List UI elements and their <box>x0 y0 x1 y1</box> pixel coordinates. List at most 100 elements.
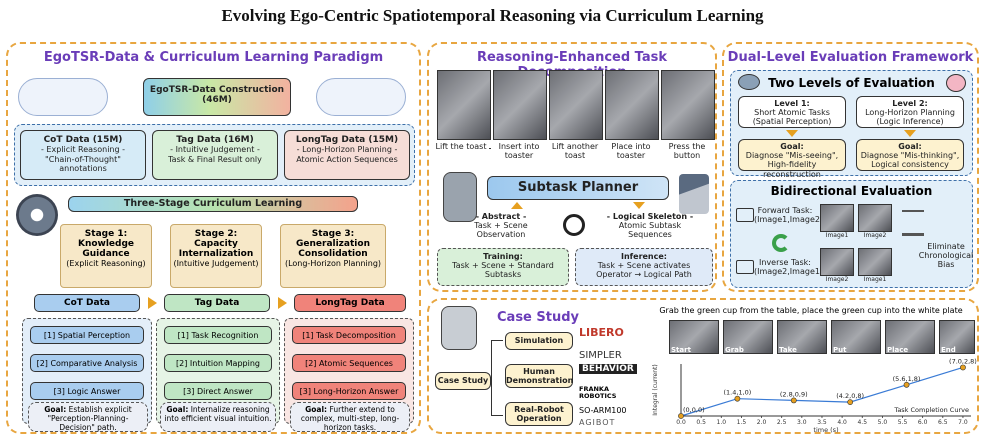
x-tick-label: 2.0 <box>757 419 767 426</box>
real-robot-label2: Operation <box>516 414 562 424</box>
arrow-right-icon <box>148 297 157 309</box>
stage2-scroll: Stage 2: Capacity Internalization (Intui… <box>170 224 262 288</box>
caption-image1: Image1 <box>825 232 849 239</box>
col3-step2: [2] Atomic Sequences <box>292 354 406 372</box>
evaluation-panel: Dual-Level Evaluation Framework Two Leve… <box>722 42 979 292</box>
telescope-icon <box>679 174 709 214</box>
human-label1: Human <box>523 367 555 376</box>
col1-header: CoT Data <box>34 294 140 312</box>
stage1-scroll: Stage 1: Knowledge Guidance (Explicit Re… <box>60 224 152 288</box>
image-icon <box>736 208 754 222</box>
curriculum-panel-title: EgoTSR-Data & Curriculum Learning Paradi… <box>43 50 384 65</box>
level2-title: Level 2: <box>892 99 928 108</box>
caption-image1-inverse: Image1 <box>863 276 887 283</box>
step-label-4: Place into toaster <box>603 142 659 161</box>
stage1-label: Stage 1: <box>84 229 128 239</box>
x-tick-label: 1.0 <box>717 419 727 426</box>
case-study-root: Case Study <box>435 372 491 390</box>
skeleton-line2: Sequences <box>628 230 672 240</box>
arrow-down-icon <box>786 130 798 137</box>
level1-line1: Short Atomic Tasks <box>754 108 830 118</box>
eliminate-bias: Eliminate Chronological Bias <box>916 242 976 270</box>
training-line2: Subtasks <box>484 270 522 280</box>
goal2-title: Goal: <box>898 142 922 151</box>
abstract-line1: Task + Scene <box>474 221 528 231</box>
data-label: (1.4,1,0) <box>723 389 751 397</box>
stage1-name-b: Guidance <box>82 249 130 259</box>
bidirectional-title: Bidirectional Evaluation <box>770 184 933 198</box>
data-point <box>847 399 854 406</box>
col1-step2-label: [2] Comparative Analysis <box>36 359 138 368</box>
x-tick-label: 3.5 <box>817 419 827 426</box>
col3-step1: [1] Task Decomposition <box>292 326 406 344</box>
arrow-down-icon <box>904 130 916 137</box>
col3-goal-text: Further extend to complex, multi-step, l… <box>300 405 400 432</box>
abstract-title: - Abstract - <box>475 212 527 221</box>
subtask-planner-label: Subtask Planner <box>517 180 639 195</box>
frame-photo-3 <box>549 70 603 140</box>
x-tick-label: 5.5 <box>898 419 908 426</box>
real-robot-node: Real-Robot Operation <box>505 402 573 426</box>
level1-title: Level 1: <box>774 99 810 108</box>
case-frame-start <box>669 320 719 354</box>
data-point <box>903 381 910 388</box>
x-tick-label: 4.5 <box>857 419 867 426</box>
col3-goal: Goal: Further extend to complex, multi-s… <box>290 402 410 432</box>
goal2-line2: Logical consistency <box>871 160 949 170</box>
col2-header: Tag Data <box>164 294 270 312</box>
x-tick-label: 0.0 <box>676 419 686 426</box>
data-label: (2.8,0,9) <box>780 390 808 398</box>
col1-goal-label: Goal: <box>44 405 67 414</box>
data-label: (5.6,1,8) <box>893 375 921 383</box>
stage2-label: Stage 2: <box>194 229 238 239</box>
stage3-scroll: Stage 3: Generalization Consolidation (L… <box>280 224 386 288</box>
logo-behavior: BEHAVIOR <box>579 364 637 374</box>
col2-step1: [1] Task Recognition <box>164 326 272 344</box>
eliminate-line2: Chronological <box>918 251 974 261</box>
tag-data-title: Tag Data (16M) <box>176 135 254 145</box>
case-frame-place <box>885 320 935 354</box>
training-title: Training: <box>483 252 523 261</box>
logo-simpler: SIMPLER <box>579 350 622 361</box>
robot-icon <box>441 306 477 350</box>
stage3-name-b: Consolidation <box>298 249 368 259</box>
x-tick-label: 0.5 <box>696 419 706 426</box>
abstract-line2: Observation <box>476 230 526 240</box>
frame-photo-1 <box>437 70 491 140</box>
cot-data-desc2: "Chain-of-Thought" annotations <box>45 154 121 173</box>
col2-goal-text: Internalize reasoning into efficient vis… <box>164 405 272 423</box>
col3-step2-label: [2] Atomic Sequences <box>305 359 393 368</box>
col3-step1-label: [1] Task Decomposition <box>302 331 396 340</box>
series-line <box>680 366 964 417</box>
data-point <box>790 397 797 404</box>
goal2-box: Goal: Diagnose "Mis-thinking", Logical c… <box>856 139 964 171</box>
forward-image1 <box>820 204 854 232</box>
abstract-block: - Abstract - Task + Scene Observation <box>451 212 551 240</box>
inference-box: Inference: Task + Scene activates Operat… <box>575 248 713 286</box>
x-axis-label: time (s) <box>813 426 838 434</box>
tag-data-desc1: - Intuitive Judgement - <box>170 145 260 155</box>
cloud-right <box>316 78 406 116</box>
frame-photo-5 <box>661 70 715 140</box>
col3-header: LongTag Data <box>294 294 406 312</box>
data-point <box>960 364 966 371</box>
case-frame-caption: Grab <box>725 346 744 354</box>
page-title: Evolving Ego-Centric Spatiotemporal Reas… <box>221 6 764 25</box>
col2-goal-label: Goal: <box>166 405 189 414</box>
col2-step1-label: [1] Task Recognition <box>177 331 259 340</box>
gear-icon <box>16 194 58 236</box>
x-tick-label: 5.0 <box>878 419 888 426</box>
case-frame-caption: Take <box>779 346 797 354</box>
stage2-name-b: Internalization <box>178 249 254 259</box>
cot-data-title: CoT Data (15M) <box>43 135 123 145</box>
col1-goal: Goal: Establish explicit "Perception-Pla… <box>28 402 148 432</box>
col1-goal-text: Establish explicit "Perception-Planning-… <box>47 405 132 432</box>
curriculum-bar: Three-Stage Curriculum Learning <box>68 196 358 212</box>
arrow-up-icon <box>511 202 523 209</box>
skeleton-title: - Logical Skeleton - <box>606 212 694 221</box>
step-label-2: Insert into toaster <box>491 142 547 161</box>
case-frame-caption: Start <box>671 346 691 354</box>
stage2-desc: (Intuitive Judgement) <box>173 259 259 268</box>
stage3-label: Stage 3: <box>311 229 355 239</box>
